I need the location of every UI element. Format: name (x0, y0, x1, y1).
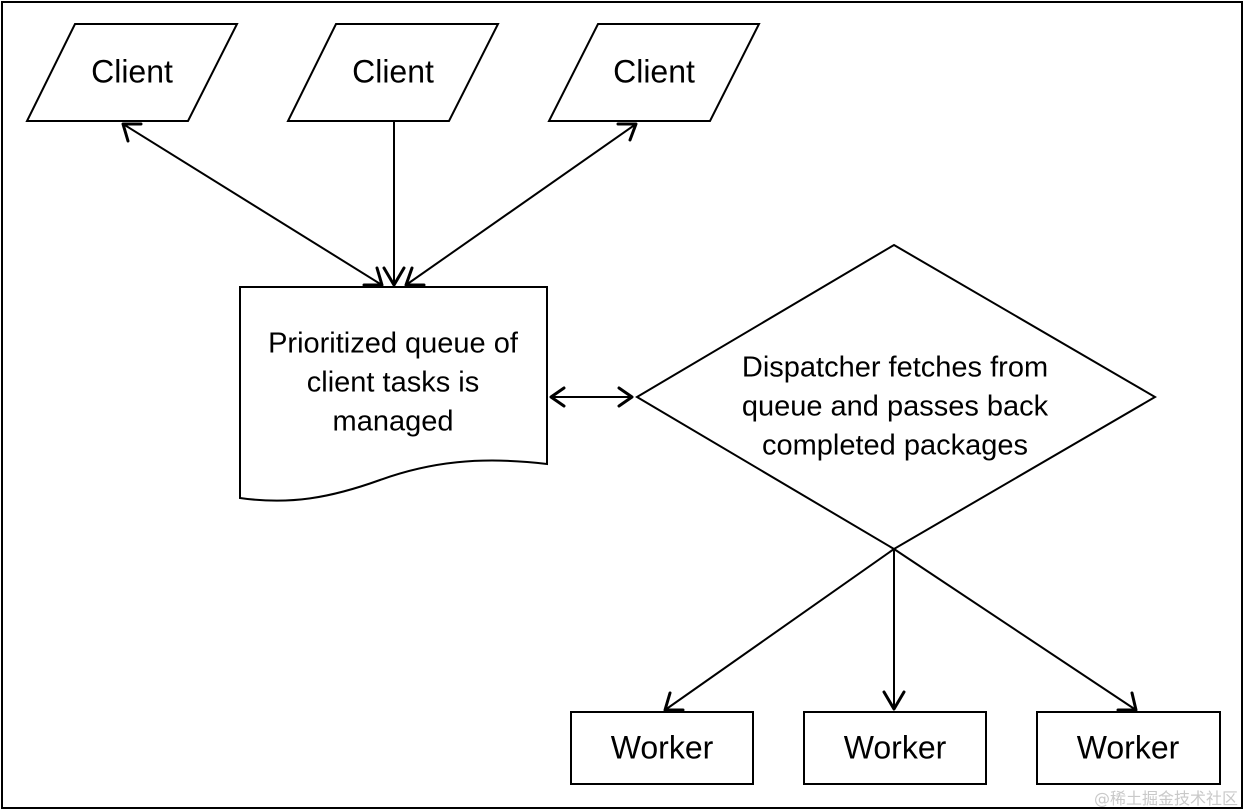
edge-dispatcher-worker-3 (893, 548, 1138, 712)
arrowhead-down-queue-center (382, 266, 406, 287)
watermark-text: @稀土掘金技术社区 (1093, 789, 1238, 808)
worker-node-1-label: Worker (611, 729, 714, 765)
queue-label-line-1: Prioritized queue of (268, 328, 519, 360)
edge-queue-dispatcher (549, 386, 634, 408)
edge-dispatcher-worker-1 (663, 548, 895, 712)
worker-node-2: Worker (803, 711, 987, 785)
queue-document-node: Prioritized queue of client tasks is man… (239, 286, 548, 502)
dispatcher-label-line-2: queue and passes back (742, 391, 1049, 423)
client-node-3: Client (547, 23, 761, 122)
dispatcher-label-line-3: completed packages (762, 430, 1028, 462)
arrowhead-down-queue-right (404, 266, 426, 287)
edge-dispatcher-worker-2 (882, 549, 906, 711)
client-node-2: Client (286, 23, 500, 122)
client-node-3-label: Client (613, 53, 695, 89)
client-node-1-label: Client (91, 53, 173, 89)
dispatcher-label-line-1: Dispatcher fetches from (742, 352, 1048, 384)
arrowhead-worker-1 (663, 691, 685, 712)
dispatcher-decision-node: Dispatcher fetches from queue and passes… (635, 243, 1157, 551)
edge-client-2-queue (382, 121, 406, 287)
arrowhead-left-queue (549, 386, 566, 408)
arrowhead-up-client-1 (121, 122, 143, 143)
worker-node-3: Worker (1036, 711, 1221, 785)
edge-client-3-queue (404, 122, 638, 287)
arrowhead-worker-3 (1116, 691, 1138, 712)
queue-label-line-2: client tasks is (307, 367, 479, 399)
queue-label-line-3: managed (333, 406, 454, 438)
arrowhead-right-dispatcher (617, 386, 634, 408)
arrowhead-up-client-3 (616, 122, 638, 142)
worker-node-1: Worker (570, 711, 754, 785)
arrowhead-worker-2 (882, 690, 906, 711)
client-node-1: Client (25, 23, 239, 122)
edge-client-1-queue (121, 122, 384, 287)
arrowhead-down-queue-left (362, 266, 384, 287)
worker-node-3-label: Worker (1077, 729, 1180, 765)
client-node-2-label: Client (352, 53, 434, 89)
worker-node-2-label: Worker (844, 729, 947, 765)
